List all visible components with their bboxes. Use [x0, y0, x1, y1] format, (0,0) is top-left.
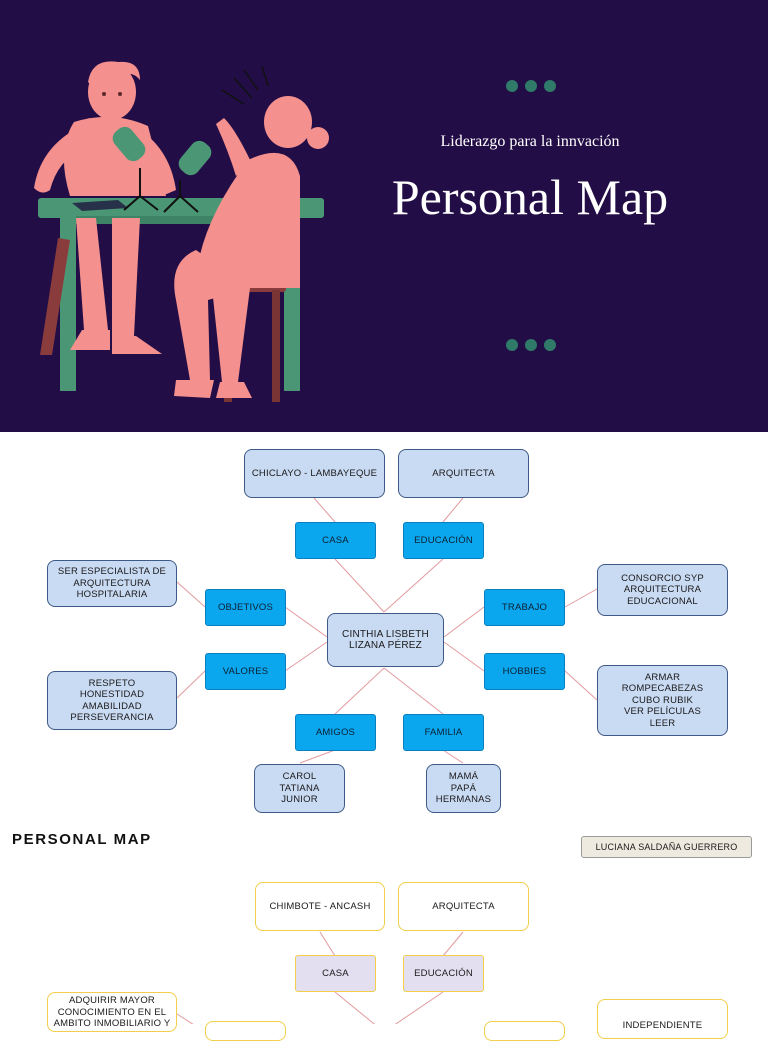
hero-banner: Liderazgo para la innvación Personal Map [0, 0, 768, 432]
hobbies-node: HOBBIES [484, 653, 565, 690]
hero-title: Personal Map [391, 169, 669, 225]
casa-detail-node: CHICLAYO - LAMBAYEQUE [244, 449, 385, 498]
map2-educacion-node: EDUCACIÓN [403, 955, 484, 992]
trabajo-node: TRABAJO [484, 589, 565, 626]
educacion-detail-node: ARQUITECTA [398, 449, 529, 498]
author-badge: LUCIANA SALDAÑA GUERRERO [581, 836, 752, 858]
educacion-node: EDUCACIÓN [403, 522, 484, 559]
map2-educacion-detail-node: ARQUITECTA [398, 882, 529, 931]
map2-trabajo-node [484, 1021, 565, 1041]
casa-node: CASA [295, 522, 376, 559]
trabajo-detail-node: CONSORCIO SYP ARQUITECTURA EDUCACIONAL [597, 564, 728, 616]
podcast-illustration [34, 61, 329, 402]
familia-detail-node: MAMÁ PAPÁ HERMANAS [426, 764, 501, 813]
objetivos-detail-node: SER ESPECIALISTA DE ARQUITECTURA HOSPITA… [47, 560, 177, 607]
map2-casa-node: CASA [295, 955, 376, 992]
amigos-detail-node: CAROL TATIANA JUNIOR [254, 764, 345, 813]
connector-lines [176, 497, 598, 1024]
amigos-node: AMIGOS [295, 714, 376, 751]
objetivos-node: OBJETIVOS [205, 589, 286, 626]
center-name-node: CINTHIA LISBETH LIZANA PÉREZ [327, 613, 444, 667]
map2-casa-detail-node: CHIMBOTE - ANCASH [255, 882, 385, 931]
mind-map-section: CHICLAYO - LAMBAYEQUE ARQUITECTA CASA ED… [0, 432, 768, 1041]
decorative-dots-top [506, 80, 556, 92]
familia-node: FAMILIA [403, 714, 484, 751]
valores-node: VALORES [205, 653, 286, 690]
map2-trabajo-detail-node: INDEPENDIENTE [597, 999, 728, 1039]
map2-objetivos-node [205, 1021, 286, 1041]
decorative-dots-bottom [506, 339, 556, 351]
map2-objetivos-detail-node: ADQUIRIR MAYOR CONOCIMIENTO EN EL AMBITO… [47, 992, 177, 1032]
personal-map-label: PERSONAL MAP [12, 831, 152, 848]
valores-detail-node: RESPETO HONESTIDAD AMABILIDAD PERSEVERAN… [47, 671, 177, 730]
hobbies-detail-node: ARMAR ROMPECABEZAS CUBO RUBIK VER PELÍCU… [597, 665, 728, 736]
hero-subtitle: Liderazgo para la innvación [440, 133, 620, 150]
